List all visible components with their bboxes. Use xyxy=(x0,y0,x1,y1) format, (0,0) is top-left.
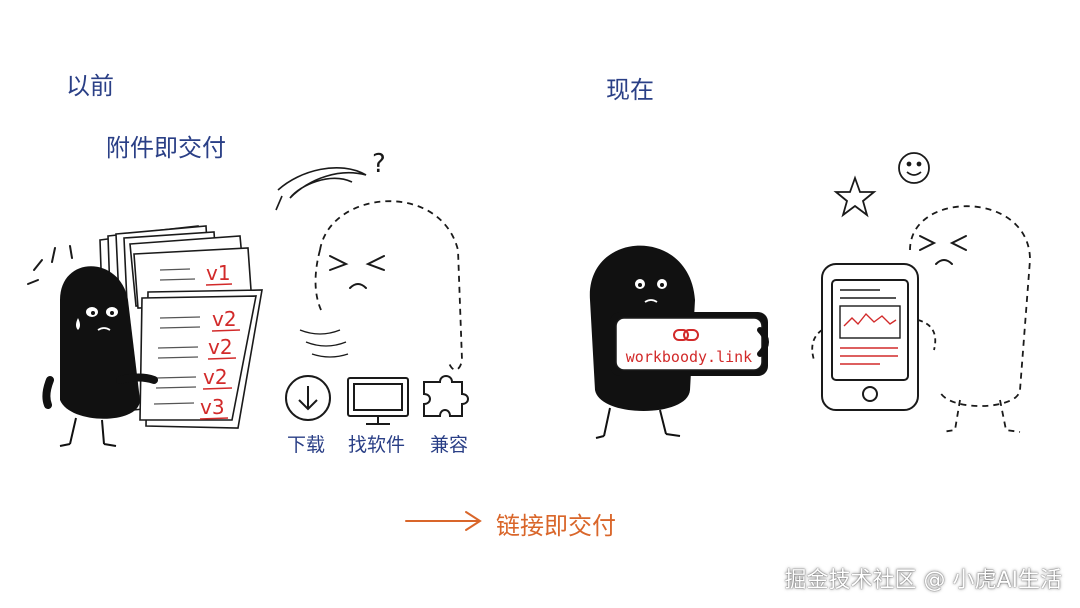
transition-label: 链接即交付 xyxy=(496,512,616,540)
after-heading: 现在 xyxy=(606,76,654,104)
version-underlines xyxy=(199,283,241,420)
link-card xyxy=(610,312,769,376)
monitor-icon xyxy=(347,377,409,425)
receiver-left-arm xyxy=(811,329,823,361)
version-label-2: v2 xyxy=(212,307,237,331)
phone-icon xyxy=(821,263,919,411)
question-mark: ? xyxy=(372,149,386,179)
motion-lines xyxy=(299,329,349,358)
before-heading: 以前 xyxy=(66,72,114,100)
stressed-character xyxy=(42,266,158,447)
happy-receiver-face xyxy=(919,235,967,265)
download-icon xyxy=(285,375,331,421)
before-subtitle: 附件即交付 xyxy=(106,134,226,162)
version-label-1: v1 xyxy=(206,261,231,285)
receiver-face xyxy=(329,255,385,289)
confusion-swirl xyxy=(275,167,367,211)
puzzle-icon xyxy=(423,375,469,417)
receiver-arm xyxy=(917,319,937,351)
happy-receiver xyxy=(909,205,1031,433)
phone-screen-content xyxy=(839,289,901,365)
confused-receiver xyxy=(314,200,463,371)
transition-arrow xyxy=(405,511,482,531)
document-lines xyxy=(153,268,201,405)
smiley-icon xyxy=(898,152,930,184)
pain-label-find-software: 找软件 xyxy=(348,434,406,456)
pain-label-download: 下载 xyxy=(287,434,326,456)
version-label-5: v3 xyxy=(200,395,225,419)
star-icon xyxy=(833,175,877,218)
stress-marks xyxy=(27,245,73,285)
pain-label-compatibility: 兼容 xyxy=(430,434,469,456)
version-label-4: v2 xyxy=(203,365,228,389)
watermark: 掘金技术社区 @ 小虎AI生活 xyxy=(784,568,1062,593)
link-text: workboody.link xyxy=(626,348,752,366)
version-labels: v1 v2 v2 v2 v3 xyxy=(200,261,237,419)
chain-link-icon xyxy=(673,329,699,341)
version-label-3: v2 xyxy=(208,335,233,359)
